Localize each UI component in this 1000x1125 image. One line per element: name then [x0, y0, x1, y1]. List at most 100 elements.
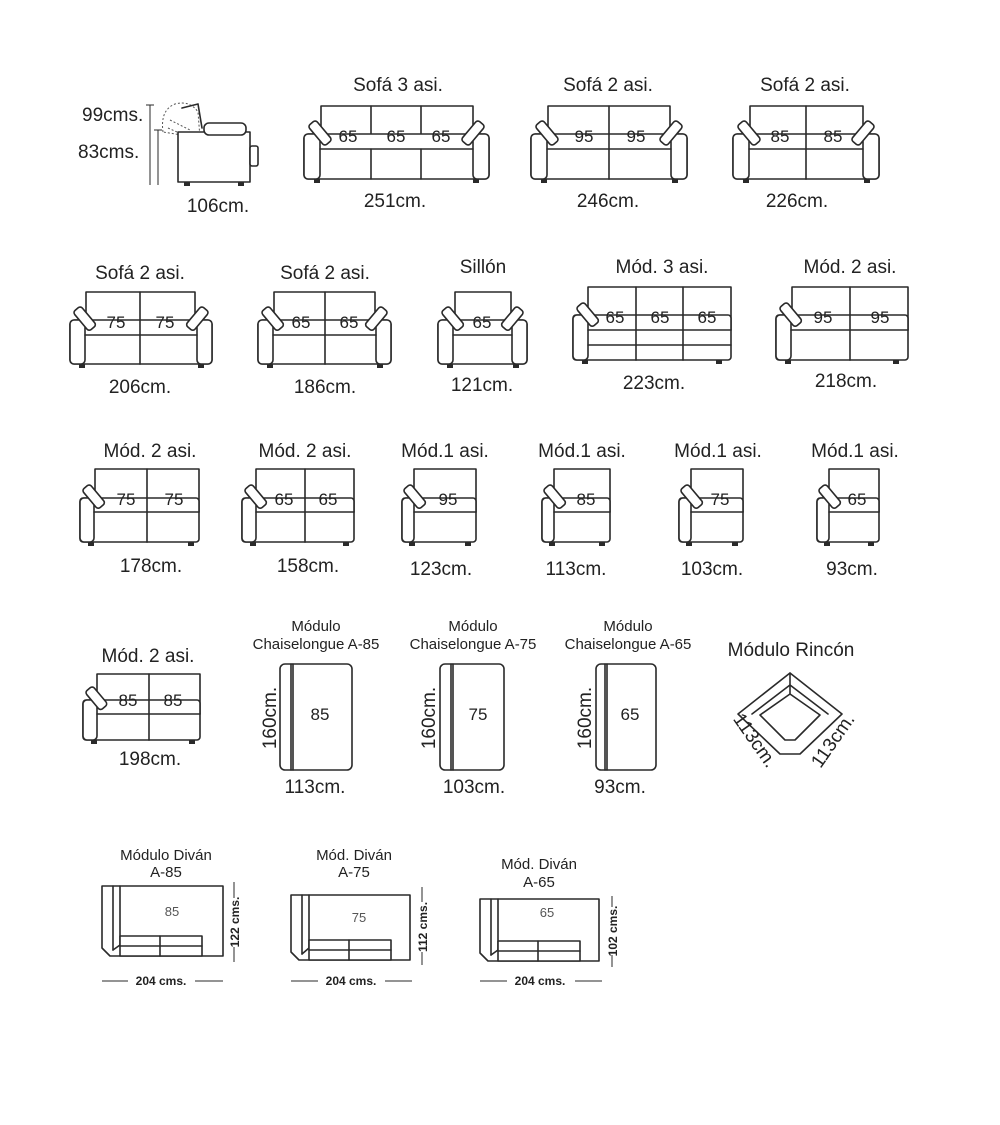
model-title: Mód.1 asi.: [401, 441, 489, 462]
seat-width: 65: [473, 313, 492, 332]
total-width: 113cm.: [285, 777, 346, 798]
depth-label: 112 cms.: [416, 902, 430, 952]
seat-width: 85: [824, 127, 843, 146]
total-width: 206cm.: [109, 377, 171, 398]
module-1-seat-75: Mód.1 asi. 75 103cm.: [674, 441, 762, 580]
seat-width: 75: [352, 910, 366, 925]
seat-width: 85: [164, 691, 183, 710]
seat-width: 65: [621, 705, 640, 724]
corner-module: Módulo Rincón 113cm. 113cm.: [728, 640, 860, 772]
seat-width: 95: [814, 308, 833, 327]
divan-a65: Mód. Diván A-65 65 204 cms. 102 cms.: [479, 856, 620, 988]
module-1-seat-85: Mód.1 asi. 85 113cm.: [538, 441, 626, 580]
seat-width: 65: [292, 313, 311, 332]
sofa-3-seat-65: Sofá 3 asi. 65 65 65 251cm.: [303, 75, 490, 212]
model-title-line1: Módulo: [448, 618, 497, 635]
seat-width: 95: [627, 127, 646, 146]
total-width: 123cm.: [410, 559, 472, 580]
seat-width: 65: [275, 490, 294, 509]
model-title: Mód.1 asi.: [674, 441, 762, 462]
seat-width: 65: [540, 905, 554, 920]
module-1-seat-95: Mód.1 asi. 95 123cm.: [401, 441, 489, 580]
seat-width: 75: [469, 705, 488, 724]
seat-width: 75: [711, 490, 730, 509]
sofa-2-seat-75: Sofá 2 asi. 75 75 206cm.: [69, 263, 213, 398]
depth-label: 102 cms.: [606, 906, 620, 957]
model-title: Mód.1 asi.: [538, 441, 626, 462]
seat-width: 85: [771, 127, 790, 146]
armchair-65: Sillón 65 121cm.: [437, 257, 528, 396]
depth-label: 160cm.: [260, 687, 281, 749]
seat-width: 85: [311, 705, 330, 724]
model-title-line2: Chaiselongue A-85: [253, 636, 380, 653]
module-2-seat-75: Mód. 2 asi. 75 75 178cm.: [79, 441, 200, 577]
module-2-seat-65: Mód. 2 asi. 65 65 158cm.: [241, 441, 355, 577]
model-title: Mód. 2 asi.: [104, 441, 197, 462]
seat-width: 85: [165, 904, 179, 919]
total-width: 223cm.: [623, 373, 685, 394]
total-width: 204 cms.: [326, 974, 377, 988]
total-width: 251cm.: [364, 191, 426, 212]
chaiselongue-a65: Módulo Chaiselongue A-65 65 160cm. 93cm.: [565, 618, 692, 798]
total-width: 158cm.: [277, 556, 339, 577]
sofa-2-seat-85: Sofá 2 asi. 85 85 226cm.: [732, 75, 880, 212]
depth-label: 122 cms.: [228, 897, 242, 948]
depth-label: 160cm.: [419, 687, 440, 749]
total-width: 93cm.: [594, 777, 646, 798]
module-2-seat-95: Mód. 2 asi. 95 95 218cm.: [775, 257, 909, 392]
total-width: 204 cms.: [136, 974, 187, 988]
sofa-2-seat-95: Sofá 2 asi. 95 95 246cm.: [530, 75, 688, 212]
seat-width: 65: [651, 308, 670, 327]
side-profile-diagram: 99cms. 83cms. 106cm.: [78, 102, 259, 217]
model-title-line1: Módulo: [291, 618, 340, 635]
model-title: Módulo Rincón: [728, 640, 855, 661]
seat-width: 75: [117, 490, 136, 509]
height-back-label: 99cms.: [82, 105, 143, 126]
depth-label: 106cm.: [187, 196, 249, 217]
total-width: 121cm.: [451, 375, 513, 396]
total-width: 186cm.: [294, 377, 356, 398]
divan-a85: Módulo Diván A-85 85 204 cms. 122 cms.: [101, 847, 242, 988]
total-width: 218cm.: [815, 371, 877, 392]
model-title-line1: Módulo: [603, 618, 652, 635]
model-title: Sofá 2 asi.: [280, 263, 370, 284]
seat-width: 75: [165, 490, 184, 509]
total-width: 103cm.: [681, 559, 743, 580]
model-title: Sofá 2 asi.: [760, 75, 850, 96]
model-title: Mód. 2 asi.: [102, 646, 195, 667]
model-title: Mód. 3 asi.: [616, 257, 709, 278]
seat-width: 75: [156, 313, 175, 332]
seat-width: 65: [606, 308, 625, 327]
depth-label: 160cm.: [575, 687, 596, 749]
seat-width: 65: [339, 127, 358, 146]
total-width: 93cm.: [826, 559, 878, 580]
total-width: 113cm.: [546, 559, 607, 580]
seat-width: 95: [575, 127, 594, 146]
total-width: 204 cms.: [515, 974, 566, 988]
seat-width: 85: [577, 490, 596, 509]
seat-width: 65: [848, 490, 867, 509]
height-seat-label: 83cms.: [78, 142, 139, 163]
model-title: Mód.1 asi.: [811, 441, 899, 462]
model-title-line2: A-85: [150, 864, 182, 881]
model-title: Sillón: [460, 257, 506, 278]
module-2-seat-85: Mód. 2 asi. 85 85 198cm.: [82, 646, 201, 770]
model-title-line1: Módulo Diván: [120, 847, 212, 864]
total-width: 198cm.: [119, 749, 181, 770]
seat-width: 65: [698, 308, 717, 327]
module-3-seat-65: Mód. 3 asi. 65 65 65 223cm.: [572, 257, 732, 394]
seat-width: 65: [432, 127, 451, 146]
seat-width: 95: [439, 490, 458, 509]
seat-width: 95: [871, 308, 890, 327]
module-1-seat-65: Mód.1 asi. 65 93cm.: [811, 441, 899, 580]
model-title-line1: Mód. Diván: [501, 856, 577, 873]
seat-width: 65: [387, 127, 406, 146]
model-title-line2: Chaiselongue A-65: [565, 636, 692, 653]
total-width: 246cm.: [577, 191, 639, 212]
model-title-line1: Mód. Diván: [316, 847, 392, 864]
sofa-2-seat-65: Sofá 2 asi. 65 65 186cm.: [257, 263, 392, 398]
seat-width: 65: [319, 490, 338, 509]
seat-width: 85: [119, 691, 138, 710]
model-title-line2: Chaiselongue A-75: [410, 636, 537, 653]
